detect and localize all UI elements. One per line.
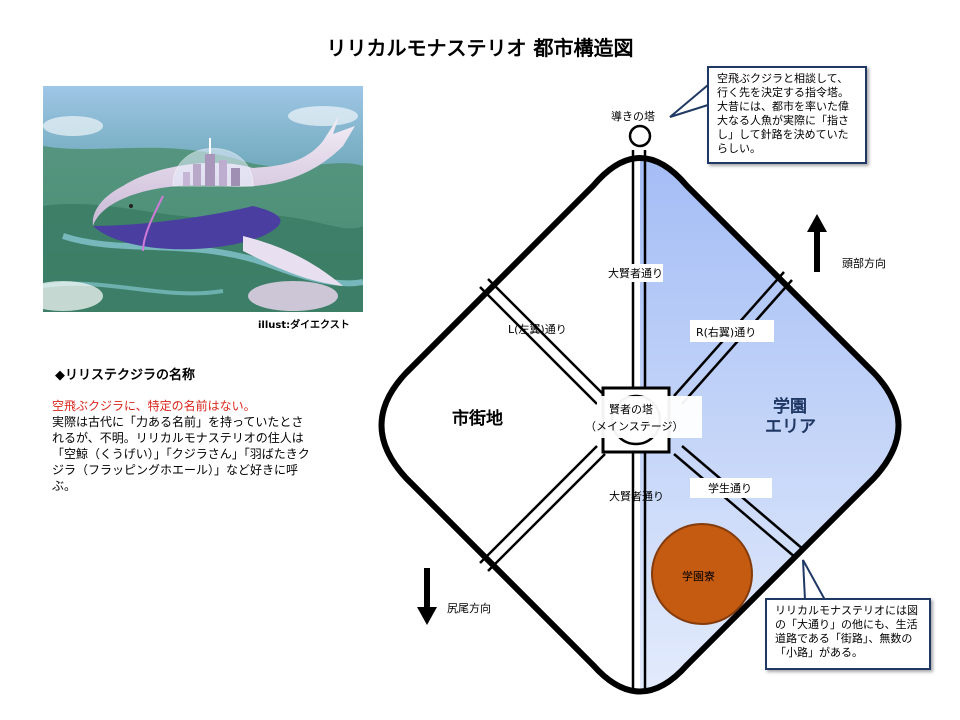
main-stage-label: （メインステージ） bbox=[585, 420, 684, 433]
head-direction-label: 頭部方向 bbox=[842, 257, 886, 270]
whale-city-illustration bbox=[23, 86, 364, 312]
naming-highlight: 空飛ぶクジラに、特定の名前はない。 bbox=[52, 399, 256, 413]
page-title: リリカルモナステリオ 都市構造図 bbox=[326, 36, 634, 60]
school-area-label-line1: 学園 bbox=[773, 396, 807, 417]
dorm-label: 学園寮 bbox=[682, 569, 715, 583]
dorm-shape bbox=[651, 523, 753, 625]
naming-heading: ◆リリステクジラの名称 bbox=[55, 368, 195, 383]
tail-direction-arrow bbox=[417, 568, 437, 625]
road-left-wing: L(左翼)通り bbox=[508, 323, 567, 336]
school-area-label-line2: エリア bbox=[765, 417, 816, 437]
roads-callout-pointer bbox=[802, 559, 827, 601]
diagonal-roads bbox=[479, 271, 805, 572]
city-outline bbox=[378, 155, 902, 695]
road-great-sage-upper: 大賢者通り bbox=[608, 266, 663, 280]
tail-direction-label: 尻尾方向 bbox=[447, 602, 491, 615]
downtown-label: 市街地 bbox=[452, 408, 503, 429]
tower-callout-pointer bbox=[669, 82, 709, 118]
guiding-tower-icon bbox=[628, 124, 652, 148]
illustration-credit: illust:ダイエクスト bbox=[258, 320, 350, 331]
road-student: 学生通り bbox=[708, 481, 752, 495]
roads-callout: リリカルモナステリオには図の「大通り」の他にも、生活道路である「街路」、無数の「… bbox=[765, 598, 931, 670]
head-direction-arrow bbox=[807, 214, 827, 272]
naming-description: 空飛ぶクジラに、特定の名前はない。 実際は古代に「力ある名前」を持っていたとされ… bbox=[52, 398, 310, 494]
naming-body-text: 実際は古代に「力ある名前」を持っていたとされるが、不明。リリカルモナステリオの住… bbox=[52, 415, 310, 493]
road-great-sage-lower: 大賢者通り bbox=[609, 489, 664, 503]
tower-callout: 空飛ぶクジラと相談して、行く先を決定する指令塔。大昔には、都市を率いた偉大なる人… bbox=[707, 66, 867, 164]
road-right-wing: R(右翼)通り bbox=[696, 325, 756, 339]
sage-tower-label: 賢者の塔 bbox=[609, 403, 653, 416]
guiding-tower-label: 導きの塔 bbox=[611, 109, 655, 123]
